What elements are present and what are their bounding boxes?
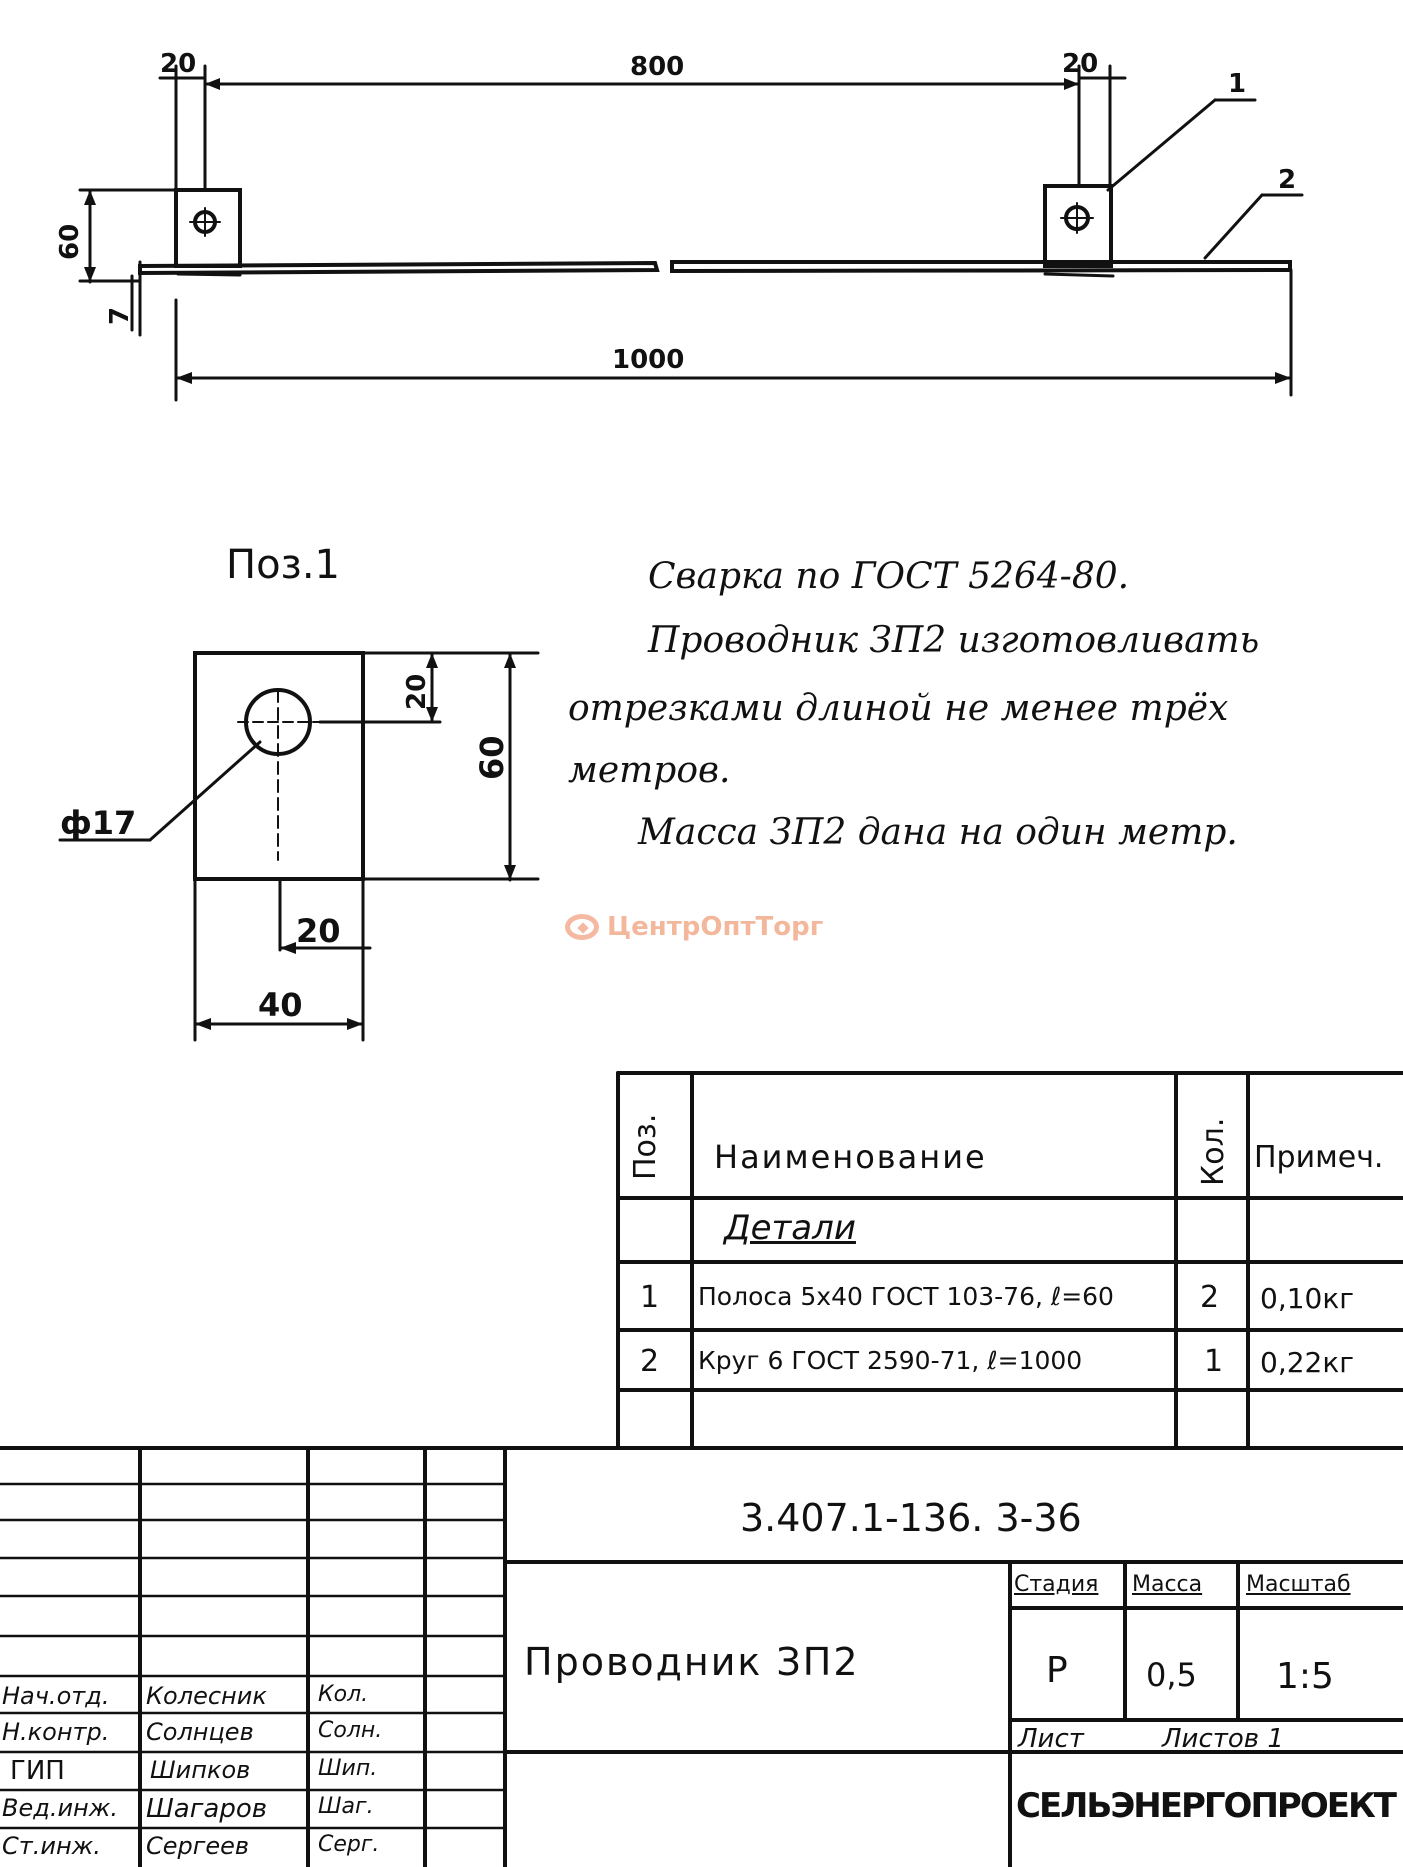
mass-value: 0,5 (1146, 1656, 1197, 1694)
sign-role-4: Вед.инж. (2, 1794, 118, 1822)
detail-dim-height: 60 (473, 735, 511, 780)
dim-right-tab: 20 (1062, 49, 1098, 79)
sign-name-3: Шипков (150, 1756, 251, 1784)
sign-mark-4: Шаг. (318, 1794, 374, 1819)
item-name: Проводник ЗП2 (524, 1640, 860, 1684)
dim-span: 800 (630, 52, 684, 82)
spec-row-1-note: 0,10кг (1260, 1282, 1354, 1315)
organization: СЕЛЬЭНЕРГОПРОЕКТ (1016, 1786, 1397, 1826)
sign-name-5: Сергеев (146, 1832, 250, 1860)
spec-row-2-note: 0,22кг (1260, 1346, 1354, 1379)
note-conductor-line3: метров. (568, 750, 731, 791)
left-tab (174, 188, 242, 268)
watermark: ЦентрОптТорг (565, 912, 823, 942)
leader-2-label: 2 (1278, 165, 1296, 195)
watermark-logo-icon (565, 914, 599, 940)
rod-right (670, 260, 1292, 274)
dim-tab-height: 60 (55, 224, 85, 260)
dim-left-tab: 20 (160, 49, 196, 79)
note-mass: Масса ЗП2 дана на один метр. (638, 812, 1238, 853)
sign-name-2: Солнцев (146, 1718, 254, 1746)
sheets-label: Листов 1 (1162, 1724, 1284, 1754)
stage-value: Р (1046, 1650, 1068, 1691)
detail-dim-hole-offset: 20 (402, 674, 432, 710)
sign-mark-1: Кол. (318, 1682, 369, 1707)
sheet-label: Лист (1018, 1724, 1084, 1754)
spec-section-details: Детали (724, 1208, 856, 1248)
spec-row-1-qty: 2 (1200, 1280, 1220, 1315)
dim-total: 1000 (612, 345, 684, 375)
leader-1-label: 1 (1228, 69, 1246, 99)
spec-header-pos: Поз. (628, 1113, 663, 1180)
mass-header: Масса (1132, 1572, 1203, 1597)
sign-role-3: ГИП (10, 1756, 65, 1786)
detail-dim-width: 40 (258, 986, 303, 1024)
detail-dim-center: 20 (296, 912, 341, 950)
scale-header: Масштаб (1246, 1572, 1351, 1597)
spec-row-1-pos: 1 (640, 1280, 660, 1315)
watermark-text: ЦентрОптТорг (607, 912, 824, 942)
sign-role-1: Нач.отд. (2, 1682, 110, 1710)
sign-mark-3: Шип. (318, 1756, 378, 1781)
detail-dim-diameter: ф17 (60, 804, 136, 842)
spec-row-2-qty: 1 (1204, 1344, 1224, 1379)
sign-mark-2: Солн. (318, 1718, 383, 1743)
stage-header: Стадия (1014, 1572, 1099, 1597)
spec-header-note: Примеч. (1254, 1140, 1384, 1175)
note-conductor-line1: Проводник ЗП2 изготовливать (648, 620, 1260, 661)
spec-header-name: Наименование (714, 1138, 987, 1176)
note-welding: Сварка по ГОСТ 5264-80. (648, 556, 1130, 597)
sign-name-1: Колесник (146, 1682, 267, 1710)
spec-row-2-pos: 2 (640, 1344, 660, 1379)
spec-row-1-name: Полоса 5х40 ГОСТ 103-76, ℓ=60 (698, 1282, 1114, 1311)
doc-number: 3.407.1-136. 3-36 (740, 1496, 1082, 1540)
note-conductor-line2: отрезками длиной не менее трёх (568, 688, 1229, 729)
sign-role-5: Ст.инж. (2, 1832, 101, 1860)
sign-name-4: Шагаров (146, 1794, 268, 1824)
spec-header-qty: Кол. (1196, 1117, 1231, 1186)
dim-offset: 7 (105, 307, 135, 325)
sign-mark-5: Серг. (318, 1832, 380, 1857)
detail-title: Поз.1 (226, 542, 340, 588)
sign-role-2: Н.контр. (2, 1718, 110, 1746)
spec-row-2-name: Круг 6 ГОСТ 2590-71, ℓ=1000 (698, 1346, 1083, 1375)
scale-value: 1:5 (1276, 1656, 1334, 1697)
